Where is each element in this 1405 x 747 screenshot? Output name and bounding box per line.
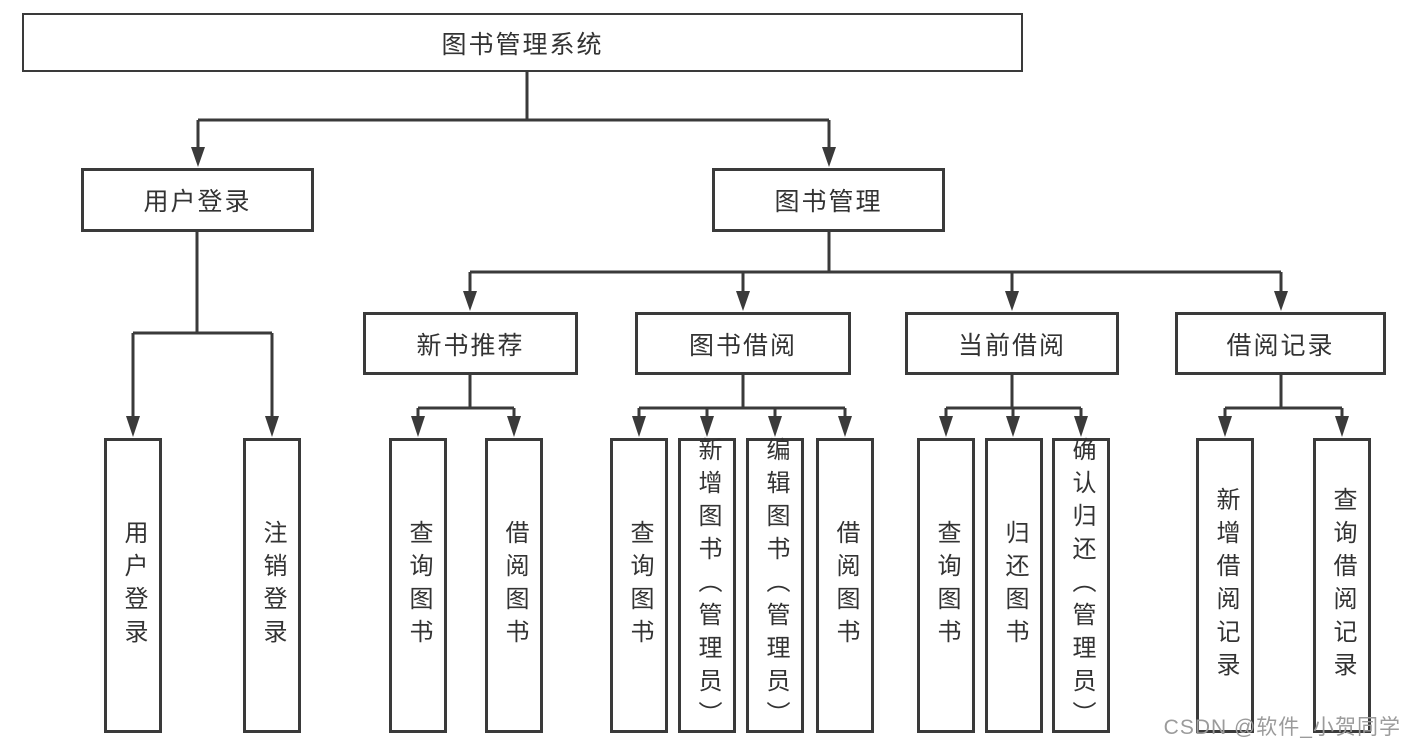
- node-borrowing-records-label: 借阅记录: [1226, 331, 1335, 360]
- leaf-borrow-book-label: 借阅图书: [832, 519, 859, 652]
- leaf-query-books-recommend: 查询图书: [389, 438, 447, 733]
- node-library-system: 图书管理系统: [22, 13, 1023, 72]
- leaf-add-book-admin-label: 新增图书（管理员）: [694, 437, 721, 734]
- leaf-query-books-recommend-label: 查询图书: [405, 519, 432, 652]
- node-current-borrowing-label: 当前借阅: [957, 331, 1066, 360]
- leaf-query-borrow-record-label: 查询借阅记录: [1329, 486, 1356, 685]
- leaf-user-login: 用户登录: [104, 438, 162, 733]
- node-borrowing-records: 借阅记录: [1175, 312, 1386, 375]
- leaf-edit-book-admin-label: 编辑图书（管理员）: [762, 437, 789, 734]
- node-new-book-recommend-label: 新书推荐: [416, 331, 525, 360]
- node-user-login: 用户登录: [81, 168, 314, 232]
- leaf-logout: 注销登录: [243, 438, 301, 733]
- leaf-query-books-current-label: 查询图书: [933, 519, 960, 652]
- leaf-return-book-label: 归还图书: [1001, 519, 1028, 652]
- leaf-borrow-book: 借阅图书: [816, 438, 874, 733]
- leaf-query-books-borrowing: 查询图书: [610, 438, 668, 733]
- leaf-borrow-book-recommend-label: 借阅图书: [501, 519, 528, 652]
- node-new-book-recommend: 新书推荐: [363, 312, 578, 375]
- leaf-query-books-current: 查询图书: [917, 438, 975, 733]
- node-book-borrowing: 图书借阅: [635, 312, 851, 375]
- leaf-edit-book-admin: 编辑图书（管理员）: [746, 437, 804, 734]
- node-library-system-label: 图书管理系统: [441, 30, 604, 59]
- leaf-add-borrow-record-label: 新增借阅记录: [1212, 486, 1239, 685]
- node-book-borrowing-label: 图书借阅: [688, 331, 797, 360]
- leaf-borrow-book-recommend: 借阅图书: [485, 438, 543, 733]
- leaf-add-book-admin: 新增图书（管理员）: [678, 437, 736, 734]
- leaf-user-login-label: 用户登录: [120, 519, 147, 652]
- leaf-confirm-return-admin-label: 确认归还（管理员）: [1068, 437, 1095, 734]
- leaf-query-books-borrowing-label: 查询图书: [626, 519, 653, 652]
- leaf-query-borrow-record: 查询借阅记录: [1313, 438, 1371, 733]
- leaf-logout-label: 注销登录: [259, 519, 286, 652]
- leaf-add-borrow-record: 新增借阅记录: [1196, 438, 1254, 733]
- node-user-login-label: 用户登录: [143, 188, 252, 216]
- node-book-management-label: 图书管理: [774, 188, 883, 216]
- node-current-borrowing: 当前借阅: [905, 312, 1119, 375]
- leaf-return-book: 归还图书: [985, 438, 1043, 733]
- node-book-management: 图书管理: [712, 168, 945, 232]
- csdn-watermark: CSDN @软件_小贺同学: [1163, 716, 1401, 739]
- leaf-confirm-return-admin: 确认归还（管理员）: [1052, 437, 1110, 734]
